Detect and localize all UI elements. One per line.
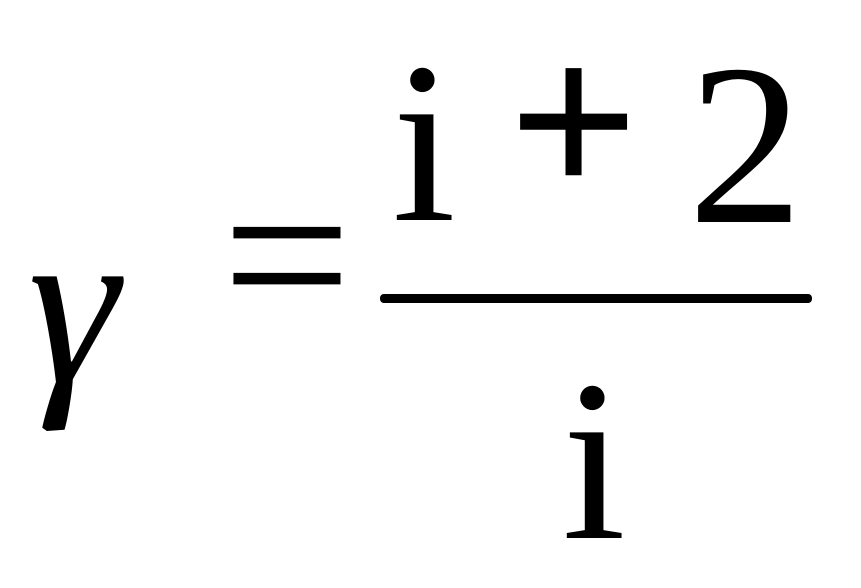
denominator-variable: i <box>562 333 626 588</box>
gamma-symbol: γ <box>28 177 119 432</box>
numerator-variable: i <box>392 15 456 270</box>
plus-sign: + <box>508 0 640 248</box>
fraction-bar <box>380 294 812 303</box>
numerator-constant: 2 <box>688 17 803 272</box>
equals-sign: = <box>222 127 352 382</box>
